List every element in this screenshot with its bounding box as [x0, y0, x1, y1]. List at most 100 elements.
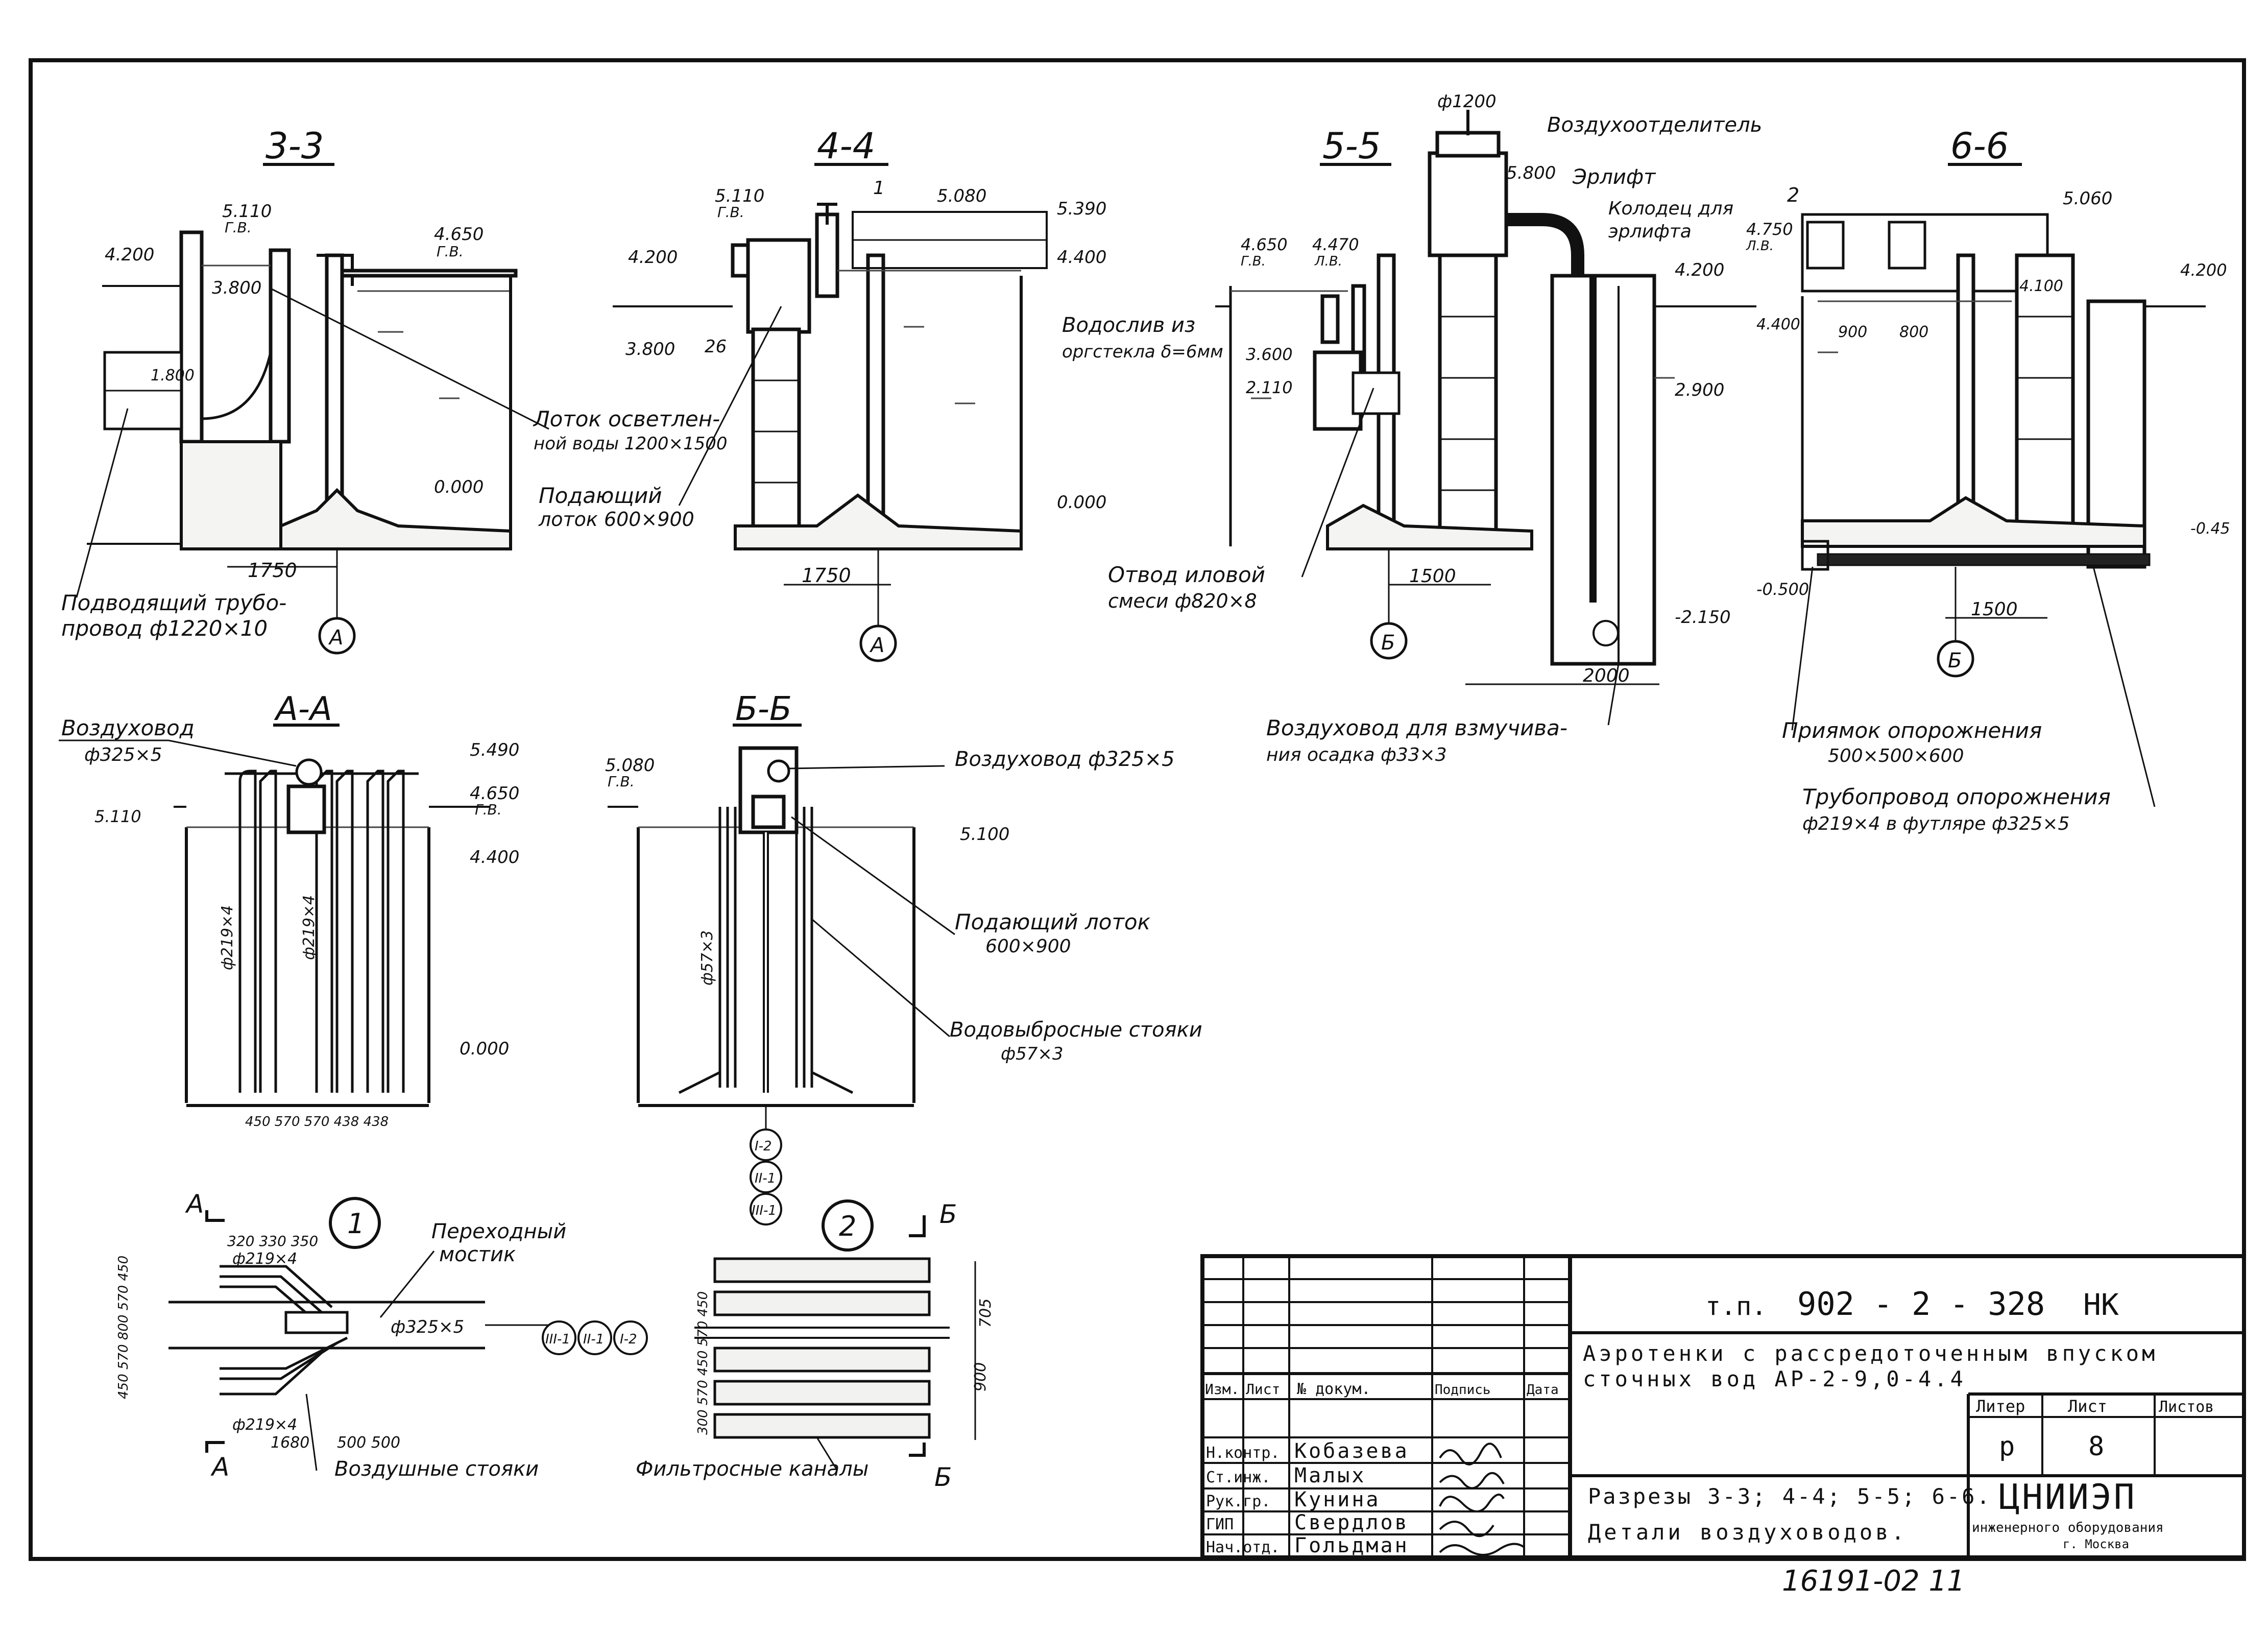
equipment-label: эрлифта	[1608, 221, 1692, 242]
equipment-label: Воздухоотделитель	[1547, 113, 1762, 137]
elevation-note: Г.В.	[1241, 254, 1266, 269]
signer-name: Кунина	[1294, 1488, 1381, 1511]
elevation-label: 2.110	[1246, 378, 1293, 397]
signer-role: Нач.отд.	[1206, 1539, 1280, 1556]
section-6-6: 6-6 2 4.750 Л.В. 5.060 4.400 4.100 4.200…	[1746, 125, 2230, 834]
dimension-chain: 450 570 800 570 450	[116, 1256, 131, 1399]
pipe-label: ф325×5	[391, 1317, 464, 1337]
drawing-code: НК	[2083, 1287, 2119, 1322]
air-duct-note: Воздуховод	[61, 715, 195, 740]
elevation-label: 1.800	[151, 367, 195, 385]
channels-note: Фильтросные каналы	[636, 1457, 868, 1481]
tray-note: Лоток осветлен-	[533, 406, 720, 431]
signer-role: Ст.инж.	[1206, 1469, 1270, 1486]
pipe-label: ф219×4	[219, 905, 236, 970]
elevation-label: -2.150	[1675, 607, 1731, 628]
elevation-label: 4.200	[2180, 260, 2227, 280]
risers-note: ф57×3	[1001, 1044, 1063, 1064]
elevation-label: 5.080	[605, 755, 655, 776]
sheet-number: 8	[2088, 1431, 2104, 1462]
pipe-note: Воздуховод для взмучива-	[1266, 715, 1567, 740]
column-header: № докум.	[1297, 1380, 1371, 1398]
column-header: Подпись	[1435, 1382, 1491, 1398]
signer-role: ГИП	[1206, 1516, 1234, 1533]
section-3-3: 3-3 5.110 Г.В. 4.650 Г.В. 4.200 3.800 1.…	[61, 125, 518, 655]
section-title: 3-3	[266, 125, 324, 167]
elevation-label: 5.060	[2063, 188, 2112, 209]
node-callout: I-2	[755, 1139, 772, 1154]
pipe-note: ния осадка ф33×3	[1266, 744, 1447, 765]
axis-callout: А	[869, 634, 884, 657]
tray-note: ной воды 1200×1500	[534, 434, 727, 454]
elevation-label: 4.470	[1312, 235, 1359, 254]
section-4-4: 4-4 5.110 Г.В. 1 5.080 5.390 4.400 4.200…	[270, 125, 1223, 662]
elevation-label: 0.000	[434, 477, 484, 497]
elevation-note: Г.В.	[475, 801, 502, 818]
diameter-label: ф1200	[1437, 91, 1497, 112]
elevation-label: 0.000	[1057, 492, 1106, 513]
signer-name: Малых	[1294, 1464, 1366, 1487]
drain-note: Трубопровод опорожнения	[1802, 784, 2111, 809]
elevation-label: 4.400	[1057, 247, 1106, 268]
elevation-label: -0.500	[1756, 580, 1809, 599]
elevation-label: 4.200	[105, 245, 154, 265]
column-header: Изм.	[1205, 1381, 1239, 1398]
project-number: 902 - 2 - 328	[1797, 1285, 2045, 1323]
node-callout: III-1	[752, 1203, 777, 1218]
elevation-note: Л.В.	[1314, 254, 1342, 269]
section-title: А-А	[274, 690, 332, 728]
dimension-label: 705	[977, 1299, 995, 1328]
section-cut-mark: Б	[939, 1199, 957, 1229]
elevation-label: 5.100	[960, 824, 1009, 845]
dimension-label: 1500	[1971, 599, 2018, 620]
elevation-label: 2.900	[1675, 380, 1724, 400]
liter-value: р	[1999, 1431, 2015, 1462]
elevation-label: 4.750	[1746, 220, 1793, 239]
pipe-label: ф219×4	[232, 1416, 297, 1434]
elevation-note: Г.В.	[608, 773, 635, 790]
elevation-label: -0.45	[2190, 520, 2230, 538]
elevation-label: 5.110	[94, 807, 141, 826]
section-cut-mark: А	[210, 1452, 229, 1482]
pipe-label: ф219×4	[300, 895, 318, 960]
sheet-frame	[29, 58, 2246, 1561]
elevation-label: 3.800	[625, 339, 675, 359]
project-description: сточных вод АР-2-9,0-4.4	[1583, 1366, 1966, 1391]
section-title: Б-Б	[735, 690, 792, 728]
dimension-label: 1750	[248, 559, 297, 582]
sheet-content: Разрезы 3-3; 4-4; 5-5; 6-6.	[1588, 1484, 1992, 1509]
axis-callout: А	[328, 626, 343, 650]
elevation-label: 5.800	[1506, 163, 1556, 183]
column-header: Лист	[1246, 1381, 1280, 1398]
column-header: Литер	[1976, 1397, 2025, 1416]
tp-label: т.п.	[1705, 1291, 1767, 1321]
sheet-content: Детали воздуховодов.	[1588, 1520, 1908, 1545]
axis-callout: Б	[1948, 649, 1962, 672]
elevation-label: 4.200	[628, 247, 678, 268]
dimension-chain: 450 570 570 438 438	[245, 1114, 389, 1130]
project-description: Аэротенки с рассредоточенным впуском	[1583, 1341, 2158, 1366]
elevation-label: 0.000	[460, 1039, 509, 1059]
section-5-5: 5-5 ф1200 Воздухоотделитель	[1108, 91, 1762, 765]
bridge-note: мостик	[439, 1243, 516, 1266]
pipe-note: смеси ф820×8	[1108, 590, 1257, 612]
pipe-note: Отвод иловой	[1108, 562, 1265, 587]
elevation-label: 4.650	[470, 783, 519, 804]
bridge-note: Переходный	[431, 1220, 566, 1243]
detail-number: 1	[347, 1208, 365, 1240]
elevation-note: Г.В.	[225, 219, 252, 236]
section-cut-mark: А	[185, 1189, 204, 1219]
elevation-label: 4.100	[2019, 277, 2063, 295]
signatures	[1439, 1443, 1525, 1556]
section-title: 6-6	[1950, 125, 2009, 167]
pipe-note: провод ф1220×10	[61, 616, 268, 641]
section-title: 5-5	[1322, 125, 1381, 167]
dimension-chain: 300 570 450 570 450	[695, 1291, 711, 1435]
feed-tray-note: лоток 600×900	[538, 508, 694, 531]
pipe-label: ф219×4	[232, 1250, 297, 1268]
organization-name: ЦНИИЭП	[1999, 1477, 2137, 1518]
elevation-note: Г.В.	[717, 204, 744, 221]
drain-note: ф219×4 в футляре ф325×5	[1802, 813, 2069, 834]
detail-2: 2 Б Б 300 570 450 570 450 705 900 Фильтр…	[636, 1199, 995, 1492]
